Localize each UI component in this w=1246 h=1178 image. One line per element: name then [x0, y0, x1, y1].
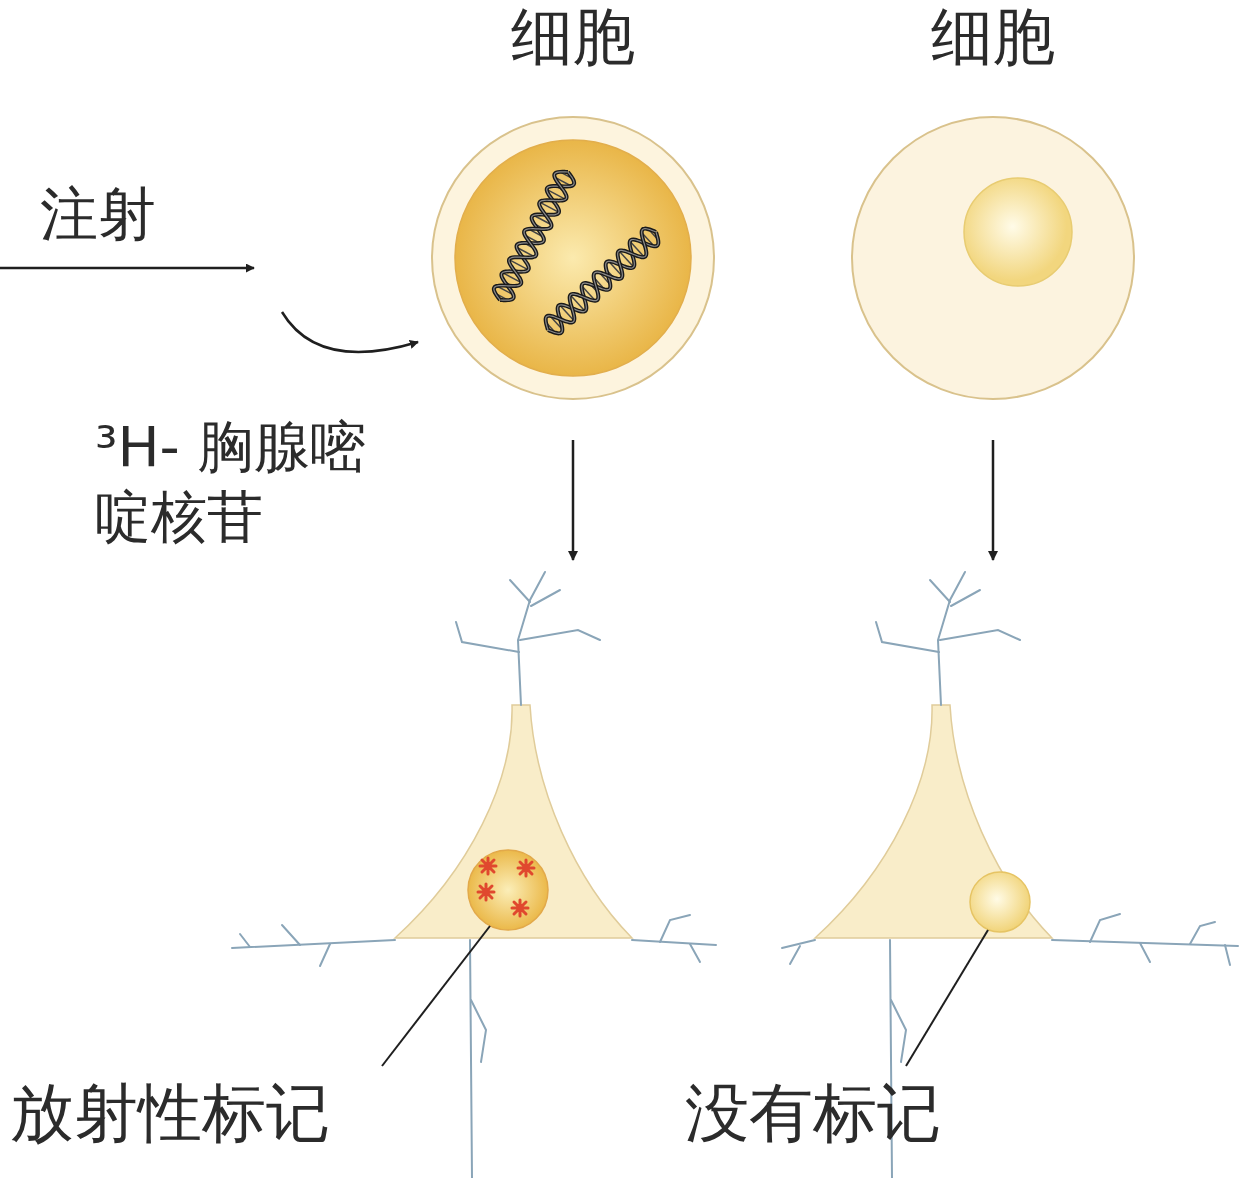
leader-line [382, 926, 490, 1066]
cell-heading: 细胞 [850, 0, 1136, 74]
dna-strand-highlight [494, 172, 568, 300]
cell-node: 细胞 [850, 0, 1136, 440]
injection-label: 注射 [40, 178, 240, 251]
dna-helix [546, 229, 659, 334]
dna-strand [546, 229, 656, 330]
down-arrow [992, 440, 995, 560]
curved-arrow [282, 312, 418, 352]
neuron-node: 放射性标记 [4, 560, 674, 1170]
injection-arrow [0, 267, 254, 270]
cell-nucleus [964, 178, 1072, 286]
cell-heading: 细胞 [430, 0, 716, 74]
neuron-body [815, 705, 1052, 938]
cell-membrane [432, 117, 714, 399]
radioactive-marks [478, 858, 534, 916]
dna-strand-highlight [546, 229, 656, 330]
cell-membrane [852, 117, 1134, 399]
cell-node: 细胞 [430, 0, 716, 440]
neuron-node: 没有标记 [680, 560, 1240, 1170]
unlabelled-nucleus [970, 872, 1030, 932]
dna-strand [494, 172, 568, 300]
labelled-nucleus [468, 850, 548, 930]
callout-label: 没有标记 [685, 1075, 1240, 1152]
cell-nucleus [455, 140, 691, 376]
substance-label: ³H- 胸腺嘧啶核苷 [95, 412, 395, 552]
dna-helix [494, 172, 574, 300]
down-arrow [572, 440, 575, 560]
callout-label: 放射性标记 [10, 1075, 674, 1152]
dna-strand-highlight [548, 232, 658, 333]
dna-strand [548, 232, 658, 333]
neuron-body [395, 705, 632, 938]
leader-line [906, 930, 988, 1066]
